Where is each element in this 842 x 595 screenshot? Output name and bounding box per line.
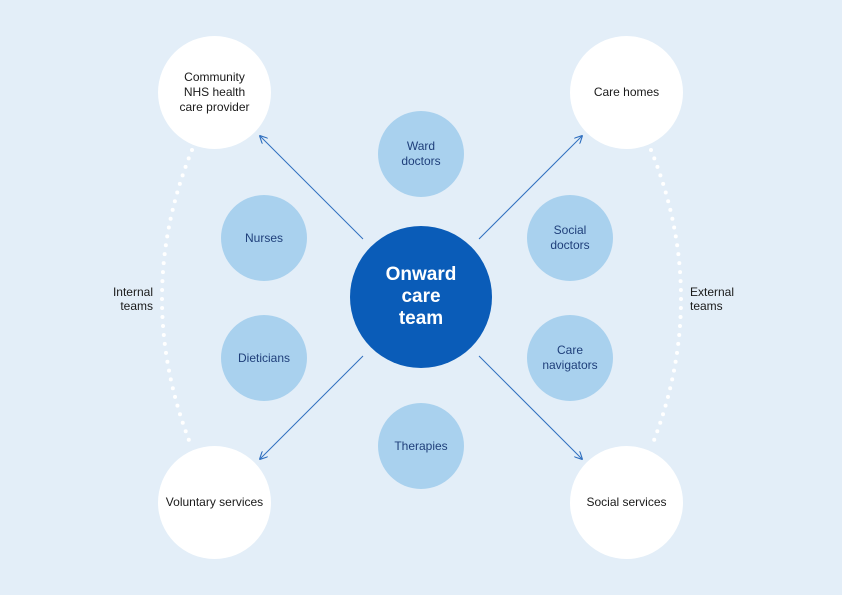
care-navigators-node: Care navigators xyxy=(527,315,613,401)
internal-teams-dotted-arc xyxy=(160,148,194,450)
nurses-node: Nurses xyxy=(221,195,307,281)
care-homes-label: Care homes xyxy=(593,85,660,99)
arrow-to-community xyxy=(260,136,364,240)
internal-teams-label: Internal teams xyxy=(112,285,153,313)
onward-care-team-label: Onward care team xyxy=(385,264,457,329)
social-doctors-label: Social doctors xyxy=(550,223,590,252)
social-doctors-node: Social doctors xyxy=(527,195,613,281)
external-teams-dotted-arc xyxy=(649,148,683,450)
community-nhs-node: Community NHS health care provider xyxy=(158,36,271,149)
care-homes-node: Care homes xyxy=(570,36,683,149)
voluntary-services-node: Voluntary services xyxy=(158,446,271,559)
social-services-node: Social services xyxy=(570,446,683,559)
dieticians-node: Dieticians xyxy=(221,315,307,401)
arrow-to-care-homes xyxy=(478,136,582,240)
arrow-to-social-services xyxy=(478,355,582,459)
dieticians-label: Dieticians xyxy=(237,350,291,365)
arrow-to-voluntary-services xyxy=(260,355,364,459)
therapies-label: Therapies xyxy=(394,438,448,453)
nurses-label: Nurses xyxy=(244,230,283,245)
therapies-node: Therapies xyxy=(378,403,464,489)
voluntary-services-label: Voluntary services xyxy=(165,495,264,509)
ward-doctors-label: Ward doctors xyxy=(401,139,441,168)
external-teams-label: External teams xyxy=(690,285,735,313)
community-nhs-label: Community NHS health care provider xyxy=(179,70,250,114)
ward-doctors-node: Ward doctors xyxy=(378,111,464,197)
onward-care-team-node: Onward care team xyxy=(350,226,492,368)
care-navigators-label: Care navigators xyxy=(542,343,598,372)
social-services-label: Social services xyxy=(586,495,667,509)
